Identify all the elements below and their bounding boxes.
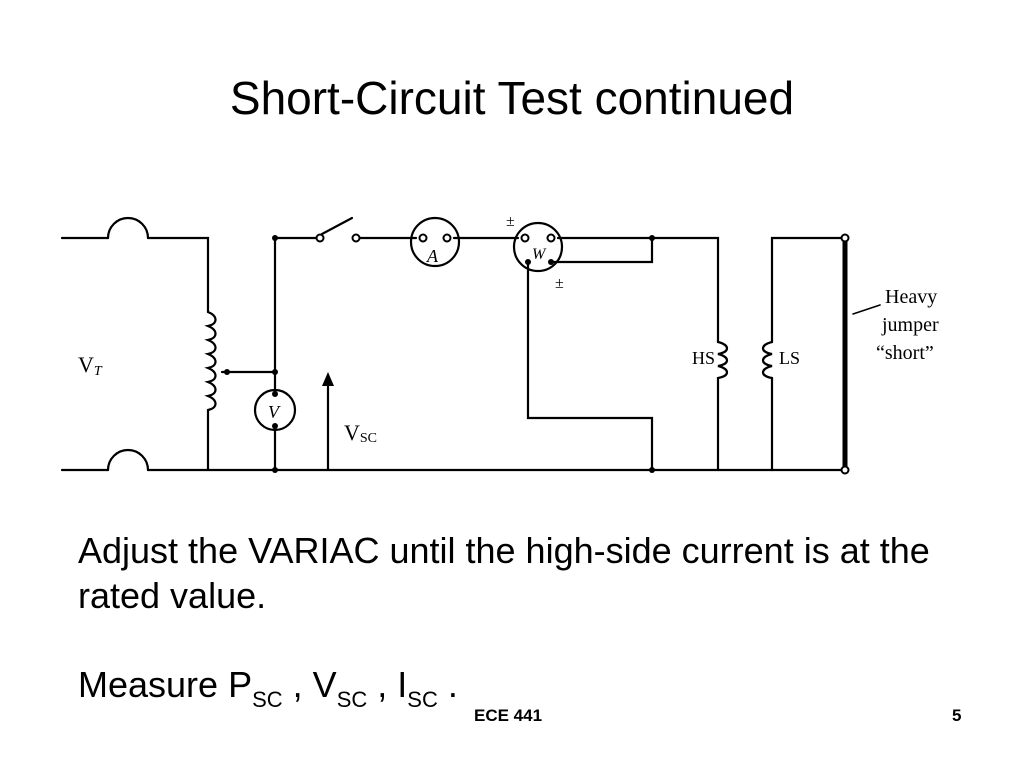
- vsc-arrow-head: [322, 372, 334, 386]
- jumper-terminal-bottom: [840, 465, 850, 475]
- ammeter-terminal-right: [442, 233, 452, 243]
- wattmeter-terminal-left: [520, 233, 530, 243]
- slide-title: Short-Circuit Test continued: [229, 72, 795, 124]
- junction-dot: [548, 259, 554, 265]
- measure-separator: ,: [282, 664, 313, 705]
- heavy-label: Heavy: [885, 286, 937, 308]
- vt-label: VT: [78, 352, 103, 379]
- junction-dot: [649, 467, 655, 473]
- footer-page-number: 5: [952, 706, 962, 725]
- switch-terminal-right: [351, 233, 361, 243]
- switch-blade: [320, 216, 354, 236]
- measure-isc: ISC: [397, 664, 438, 712]
- footer-course: ECE 441: [474, 706, 543, 725]
- short-label: “short”: [876, 342, 934, 364]
- jumper-pointer: [852, 304, 881, 315]
- measure-suffix: .: [437, 664, 458, 705]
- wattmeter-current-out: [556, 236, 720, 344]
- pm-bottom-label: ±: [555, 275, 564, 292]
- ls-frame: [770, 236, 847, 472]
- measure-separator: ,: [367, 664, 398, 705]
- junction-dot: [272, 235, 278, 241]
- junction-dot: [224, 369, 230, 375]
- wattmeter-terminal-right: [546, 233, 556, 243]
- inner-loop: [526, 260, 654, 472]
- jumper-terminal-top: [840, 233, 850, 243]
- ls-label: LS: [779, 348, 800, 368]
- wattmeter-pot-lead: [549, 236, 654, 264]
- junction-dot: [525, 259, 531, 265]
- junction-dot: [272, 467, 278, 473]
- junction-dot: [272, 391, 278, 397]
- wattmeter-label: W: [532, 246, 547, 263]
- jumper-label: jumper: [881, 314, 939, 336]
- hs-label: HS: [692, 348, 715, 368]
- junction-dot: [272, 369, 278, 375]
- measure-prefix: Measure: [78, 664, 229, 705]
- source-bottom-arc: [106, 448, 150, 472]
- junction-dot: [649, 235, 655, 241]
- ammeter-label: A: [426, 246, 439, 266]
- junction-dot: [272, 423, 278, 429]
- ls-coil: [761, 340, 774, 380]
- ammeter-terminal-left: [418, 233, 428, 243]
- voltmeter-label: V: [268, 402, 281, 422]
- hs-coil: [716, 340, 729, 472]
- vsc-label: VSC: [344, 420, 377, 446]
- switch-terminal-left: [315, 233, 325, 243]
- pm-top-label: ±: [506, 213, 515, 230]
- circuit-diagram: VT VSC A W V ± ± HS LS Heavy jumper “sho…: [60, 213, 939, 475]
- measure-psc: PSC: [228, 664, 283, 712]
- measure-line: Measure PSC , VSC , ISC .: [78, 662, 978, 722]
- variac-coil: [204, 310, 217, 412]
- voltmeter-circle: [253, 388, 297, 432]
- ammeter-circle: [409, 216, 461, 268]
- source-top-arc: [106, 216, 150, 240]
- body-text: Adjust the VARIAC until the high-side cu…: [78, 530, 930, 616]
- measure-vsc: VSC: [312, 664, 368, 712]
- wattmeter-circle: [512, 221, 564, 273]
- source-top-line: [60, 236, 210, 314]
